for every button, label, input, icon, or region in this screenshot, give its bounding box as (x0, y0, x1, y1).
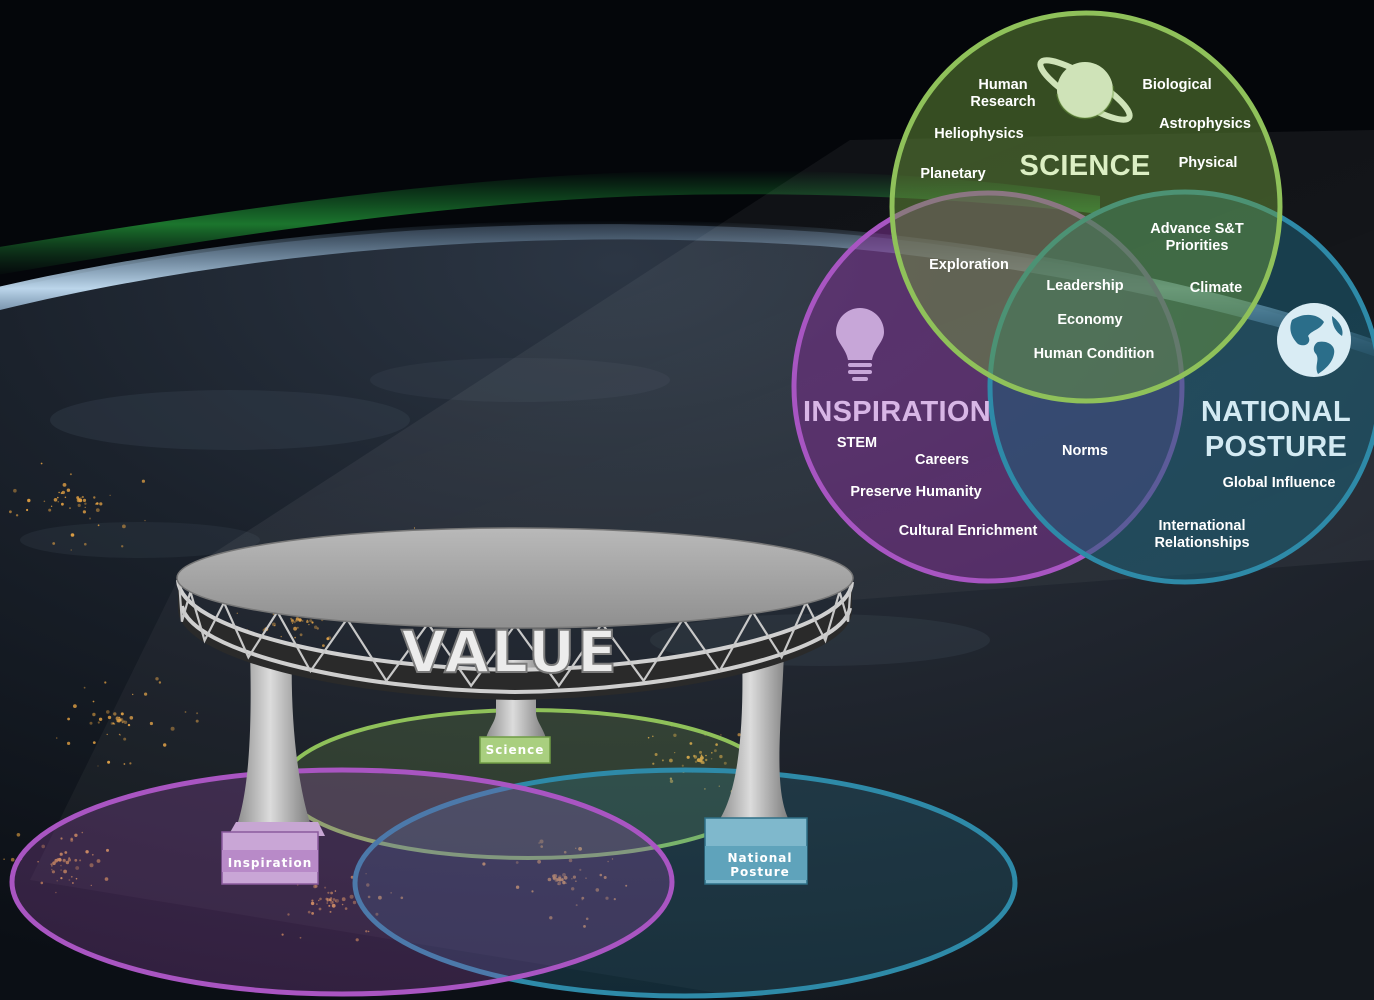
venn-circle-national-posture (987, 189, 1374, 585)
science-plinth (479, 736, 551, 764)
platform-top (176, 527, 854, 629)
center-term: Human Condition (1034, 346, 1155, 362)
inspiration-term: Preserve Humanity (850, 484, 981, 500)
venn-diagram: SCIENCE INSPIRATION NATIONAL POSTURE Hum… (791, 10, 1374, 585)
science-term: Physical (1179, 155, 1238, 171)
science-term: Research (970, 94, 1035, 110)
science-term: Biological (1142, 77, 1211, 93)
inspiration-pillar (236, 650, 312, 828)
science-national-term: Advance S&T (1150, 221, 1244, 237)
national-posture-pillar (718, 650, 790, 822)
science-inspiration-term: Exploration (929, 257, 1009, 273)
inspiration-heading: INSPIRATION (803, 396, 991, 428)
national-posture-heading-line1: NATIONAL (1201, 396, 1351, 428)
value-platform: Science Inspiration National Posture VAL… (176, 527, 854, 885)
platform-truss-band (178, 580, 852, 700)
national-posture-plinth-label-line2: Posture (730, 865, 790, 879)
lightbulb-icon (836, 308, 884, 381)
value-title: VALUE (401, 618, 618, 686)
ground-venn (9, 708, 1018, 999)
inspiration-national-term: Norms (1062, 443, 1108, 459)
science-plinth-label: Science (486, 743, 545, 757)
national-posture-term: Global Influence (1223, 475, 1336, 491)
inspiration-term: STEM (837, 435, 877, 451)
globe-icon (1277, 303, 1351, 377)
national-posture-plinth-label-line1: National (728, 851, 793, 865)
national-posture-term: Relationships (1154, 535, 1249, 551)
venn-circle-science (889, 10, 1283, 404)
ground-circle-inspiration (9, 767, 675, 997)
science-term: Astrophysics (1159, 116, 1251, 132)
center-term: Leadership (1046, 278, 1123, 294)
inspiration-plinth-label: Inspiration (228, 856, 313, 870)
science-term: Planetary (920, 166, 985, 182)
planet-icon (1037, 57, 1133, 123)
inspiration-term: Careers (915, 452, 969, 468)
ground-circle-national-posture (352, 767, 1018, 999)
national-posture-heading-line2: POSTURE (1205, 431, 1347, 463)
science-term: Human (978, 77, 1027, 93)
national-posture-term: International (1158, 518, 1245, 534)
science-term: Heliophysics (934, 126, 1023, 142)
science-national-term: Priorities (1166, 238, 1229, 254)
center-term: Economy (1057, 312, 1122, 328)
inspiration-term: Cultural Enrichment (899, 523, 1038, 539)
science-heading: SCIENCE (1019, 150, 1150, 182)
science-national-term: Climate (1190, 280, 1242, 296)
